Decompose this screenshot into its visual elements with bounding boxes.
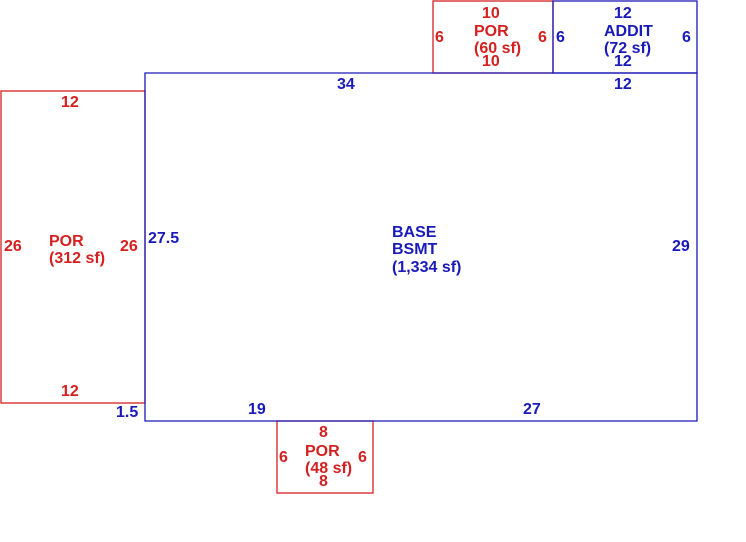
porch-bottom-area: (48 sf): [305, 460, 352, 477]
porch-left-dim-left: 26: [4, 238, 22, 255]
porch-left-dim-top: 12: [61, 94, 79, 111]
addition-dim-right: 6: [682, 29, 691, 46]
porch-left-area: (312 sf): [49, 250, 105, 267]
porch-bottom-dim-left: 6: [279, 449, 288, 466]
base-dim-offset: 1.5: [116, 404, 138, 421]
base-name-line1: BASE: [392, 224, 437, 241]
base-dim-left: 27.5: [148, 230, 179, 247]
porch-top-dim-bottom: 10: [482, 53, 500, 70]
base-dim-top-right: 12: [614, 76, 632, 93]
base-dim-top: 34: [337, 76, 355, 93]
porch-top-dim-right: 6: [538, 29, 547, 46]
base-area: (1,334 sf): [392, 259, 461, 276]
porch-bottom-dim-right: 6: [358, 449, 367, 466]
porch-bottom-name: POR: [305, 443, 340, 460]
base-outline: [144, 72, 698, 422]
addition-dim-top: 12: [614, 5, 632, 22]
porch-top-name: POR: [474, 23, 509, 40]
base-dim-bottom-left: 19: [248, 401, 266, 418]
base-dim-right: 29: [672, 238, 690, 255]
porch-bottom-dim-top: 8: [319, 424, 328, 441]
addition-dim-left: 6: [556, 29, 565, 46]
porch-left-name: POR: [49, 233, 84, 250]
porch-bottom-dim-bottom: 8: [319, 473, 328, 490]
addition-dim-bottom: 12: [614, 53, 632, 70]
addition-area: (72 sf): [604, 40, 651, 57]
addition-name: ADDIT: [604, 23, 653, 40]
porch-top-area: (60 sf): [474, 40, 521, 57]
porch-top-dim-top: 10: [482, 5, 500, 22]
porch-left-dim-bottom: 12: [61, 383, 79, 400]
porch-top-dim-left: 6: [435, 29, 444, 46]
porch-left-dim-right: 26: [120, 238, 138, 255]
base-dim-bottom-right: 27: [523, 401, 541, 418]
base-name-line2: BSMT: [392, 241, 438, 258]
